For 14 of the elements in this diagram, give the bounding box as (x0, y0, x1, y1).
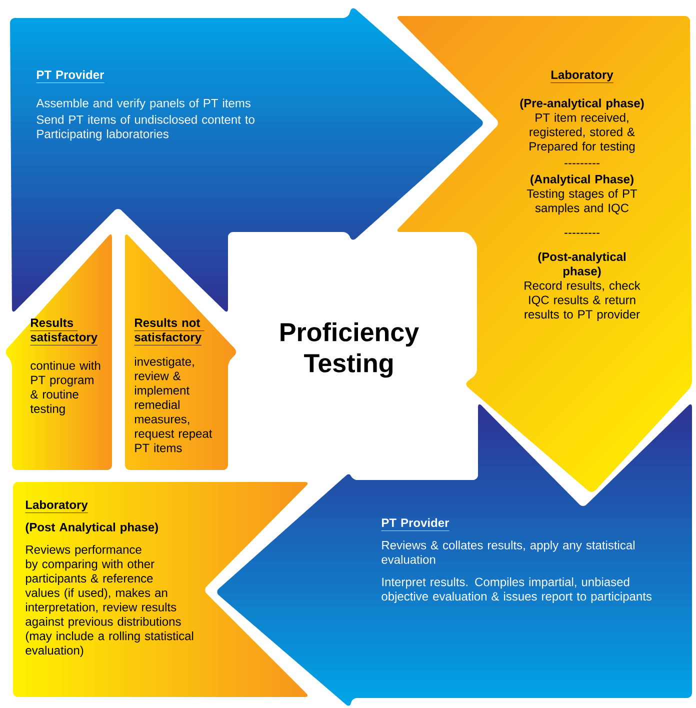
node-label: Reviews performance by comparing with other participants & reference values (if used), makes an interpretation, review results against previous distributions (may include a rolling statistical evaluation) (25, 545, 194, 657)
node-label: PT Provider (37, 70, 104, 80)
node-label: Assemble and verify panels of PT items (36, 98, 250, 110)
title: Proficiency Testing (280, 322, 419, 378)
node-label: Results not satisfactory (134, 318, 202, 344)
node-label: investigate, review & implement remedial measures, request repeat PT items (135, 357, 212, 452)
node-label: (Post Analytical phase) (26, 522, 158, 534)
node-label: Reviews & collates results, apply any statistical evaluation (382, 540, 634, 564)
node-label: Results satisfactory (30, 318, 98, 344)
node-label: Interpret results. Compiles impartial, unbiased objective evaluation & issues report to participants (382, 577, 652, 603)
node-label: Send PT items of undisclosed content to Participating laboratories (36, 115, 254, 141)
node-label: Laboratory (26, 500, 88, 512)
node-label: continue with PT program & routine testing (30, 361, 100, 416)
node-label: PT Provider (382, 518, 450, 528)
